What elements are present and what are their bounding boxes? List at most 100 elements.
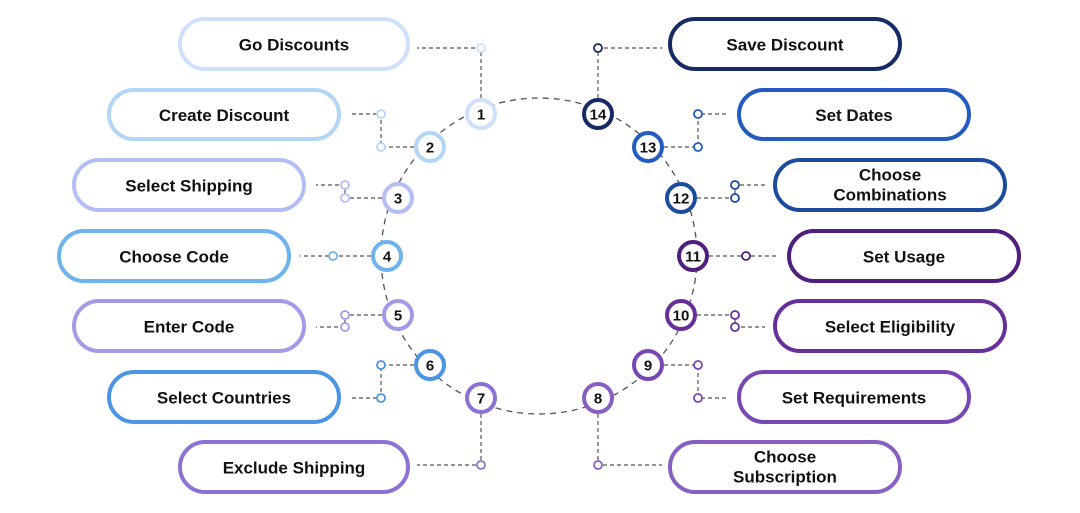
step-label: Exclude Shipping (223, 459, 366, 478)
step-node-3: 3 (382, 182, 414, 214)
step-pill-shape (773, 299, 1007, 353)
step-pill-shape (773, 158, 1007, 212)
step-number: 8 (594, 391, 602, 408)
step-label-line2: Combinations (833, 186, 946, 205)
step-pill-2: Create Discount (107, 88, 341, 141)
step-node-circle (465, 98, 497, 130)
step-pill-7: Exclude Shipping (178, 440, 410, 494)
step-pill-shape (178, 440, 410, 494)
step-node-10: 10 (665, 299, 697, 331)
connector-dot-3 (340, 180, 350, 190)
connector-dot-12 (730, 193, 740, 203)
step-pill-shape (737, 370, 971, 424)
connector-dot-13 (693, 142, 703, 152)
connector-dot-9 (693, 360, 703, 370)
step-node-circle (465, 382, 497, 414)
connector-dot-5 (340, 310, 350, 320)
step-pill-3: Select Shipping (72, 158, 306, 212)
step-node-7: 7 (465, 382, 497, 414)
step-label: Create Discount (159, 106, 290, 125)
connector-dot-6-b (376, 393, 386, 403)
step-pill-shape (668, 440, 902, 494)
connector-dot-2 (376, 109, 386, 119)
step-pill-shape (107, 370, 341, 424)
connector-line-7 (417, 414, 482, 466)
step-number: 2 (426, 140, 434, 157)
step-pill-5: Enter Code (72, 299, 306, 353)
connector-line-1 (417, 47, 482, 98)
connector-dot-8 (593, 460, 603, 470)
step-node-13: 13 (632, 131, 664, 163)
connector-dot-10 (730, 310, 740, 320)
connector-line-6 (352, 364, 414, 399)
step-number: 4 (383, 249, 392, 266)
step-pill-shape (72, 299, 306, 353)
step-pill-shape (668, 17, 902, 71)
step-node-circle (382, 182, 414, 214)
step-node-circle (582, 382, 614, 414)
step-pill-11: Set Usage (787, 229, 1021, 283)
step-node-circle (414, 131, 446, 163)
connector-line-14 (597, 47, 662, 98)
step-node-circle (382, 299, 414, 331)
step-node-2: 2 (414, 131, 446, 163)
step-number: 6 (426, 358, 434, 375)
step-number: 1 (477, 107, 485, 124)
step-node-circle (632, 131, 664, 163)
step-node-circle (632, 349, 664, 381)
connector-dot-6 (376, 360, 386, 370)
step-label: Set Usage (863, 248, 945, 267)
step-number: 13 (640, 140, 657, 157)
step-node-circle (665, 299, 697, 331)
step-pill-shape (787, 229, 1021, 283)
step-pill-4: Choose Code (57, 229, 291, 283)
step-node-circle (665, 182, 697, 214)
connector-dot-4 (328, 251, 338, 261)
step-node-12: 12 (665, 182, 697, 214)
connector-line-8 (597, 414, 662, 466)
step-pill-shape (737, 88, 971, 141)
step-label-line2: Subscription (733, 468, 837, 487)
step-label: Go Discounts (239, 36, 350, 55)
connector-dot-10-b (730, 322, 740, 332)
step-number: 3 (394, 191, 402, 208)
step-pill-9: Set Requirements (737, 370, 971, 424)
connector-line-5 (316, 314, 382, 328)
connector-dot-9-b (693, 393, 703, 403)
step-label-line1: Choose (859, 166, 921, 185)
step-pill-shape (72, 158, 306, 212)
step-node-1: 1 (465, 98, 497, 130)
step-node-5: 5 (382, 299, 414, 331)
step-label: Select Countries (157, 389, 291, 408)
step-pill-shape (107, 88, 341, 141)
step-pill-10: Select Eligibility (773, 299, 1007, 353)
step-number: 14 (590, 107, 607, 124)
step-node-circle (582, 98, 614, 130)
step-number: 12 (673, 191, 690, 208)
step-node-8: 8 (582, 382, 614, 414)
step-node-14: 14 (582, 98, 614, 130)
step-label: Select Shipping (125, 177, 253, 196)
step-node-circle (371, 240, 403, 272)
step-number: 7 (477, 391, 485, 408)
connector-line-2 (352, 113, 414, 148)
connector-dot-12-b (730, 180, 740, 190)
step-pill-14: Save Discount (668, 17, 902, 71)
connector-line-3 (316, 184, 382, 199)
step-pill-6: Select Countries (107, 370, 341, 424)
connector-line-10 (697, 314, 765, 328)
step-number: 11 (685, 249, 701, 266)
step-label: Set Dates (815, 106, 892, 125)
connector-dot-11 (741, 251, 751, 261)
step-label: Enter Code (144, 318, 235, 337)
connector-dot-2-b (376, 142, 386, 152)
step-label: Save Discount (726, 36, 843, 55)
step-pill-13: Set Dates (737, 88, 971, 141)
step-node-6: 6 (414, 349, 446, 381)
step-number: 10 (673, 308, 690, 325)
step-label: Choose Code (119, 248, 229, 267)
step-node-circle (414, 349, 446, 381)
